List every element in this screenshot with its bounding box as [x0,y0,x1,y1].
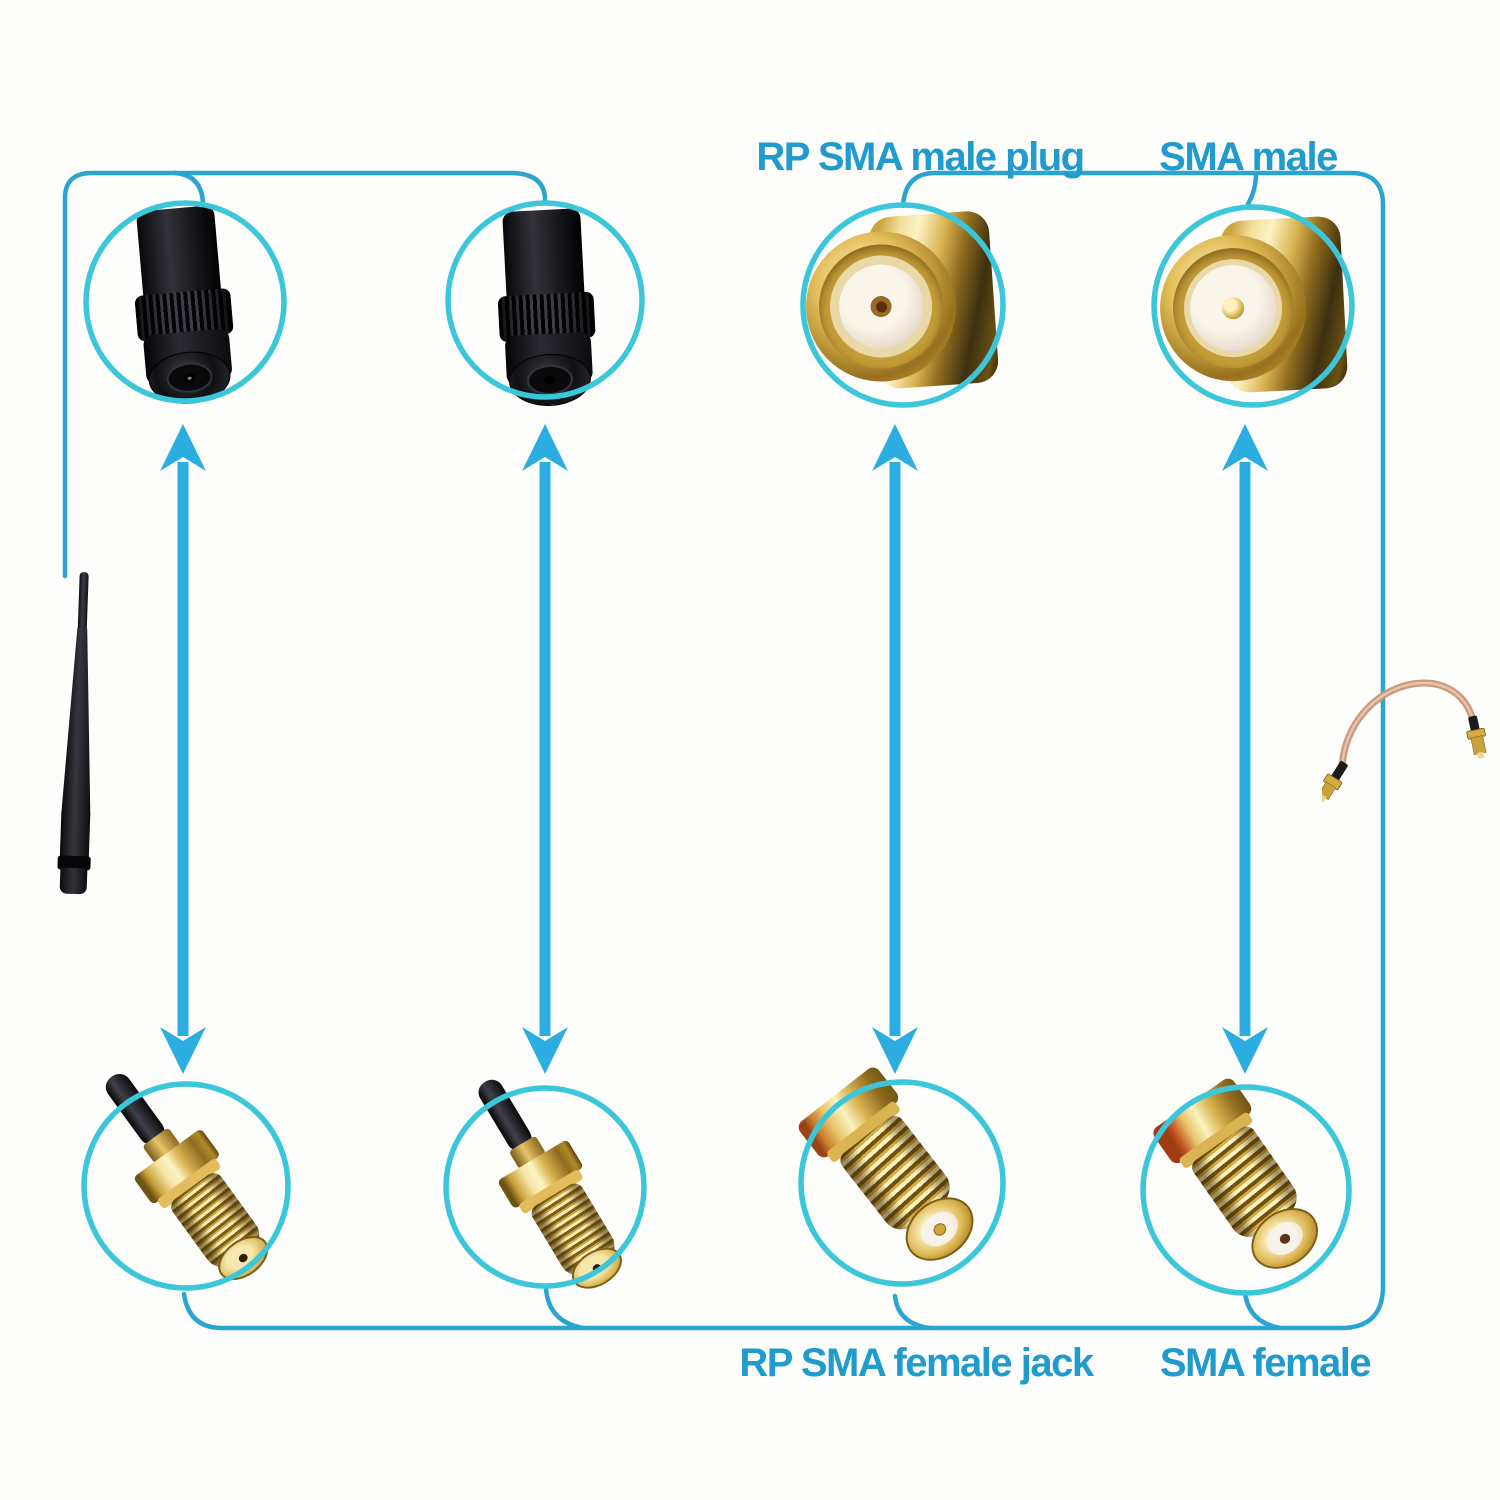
sma-female-jack-cable-photo-2 [435,1052,665,1328]
center-hole [1277,1231,1292,1246]
antenna-tip [77,571,89,633]
center-pin [1221,296,1245,320]
antenna-base [59,867,88,895]
rp-sma-male-plug-photo [800,205,1007,404]
sma-female-jack-photo [1129,1059,1367,1313]
white-dielectric [1260,1214,1310,1262]
center-pin [187,376,192,380]
sma-female-jack-cable-photo-1 [63,1042,313,1323]
white-dielectric [914,1204,965,1254]
center-hole [237,1252,250,1264]
sma-male-plug-photo [1155,211,1354,401]
antenna-base-connector-photo-2 [491,200,602,410]
antenna-body [59,811,91,859]
socket-hole [875,300,887,313]
connector-body [502,208,585,305]
antenna-base-connector-photo-1 [124,196,241,409]
center-hole [591,1262,603,1274]
wifi-whip-antenna [32,571,123,904]
center-pin [930,1220,949,1238]
rp-sma-female-jack-photo [771,1044,1033,1318]
center-socket [869,295,893,318]
antenna-taper [61,628,96,815]
